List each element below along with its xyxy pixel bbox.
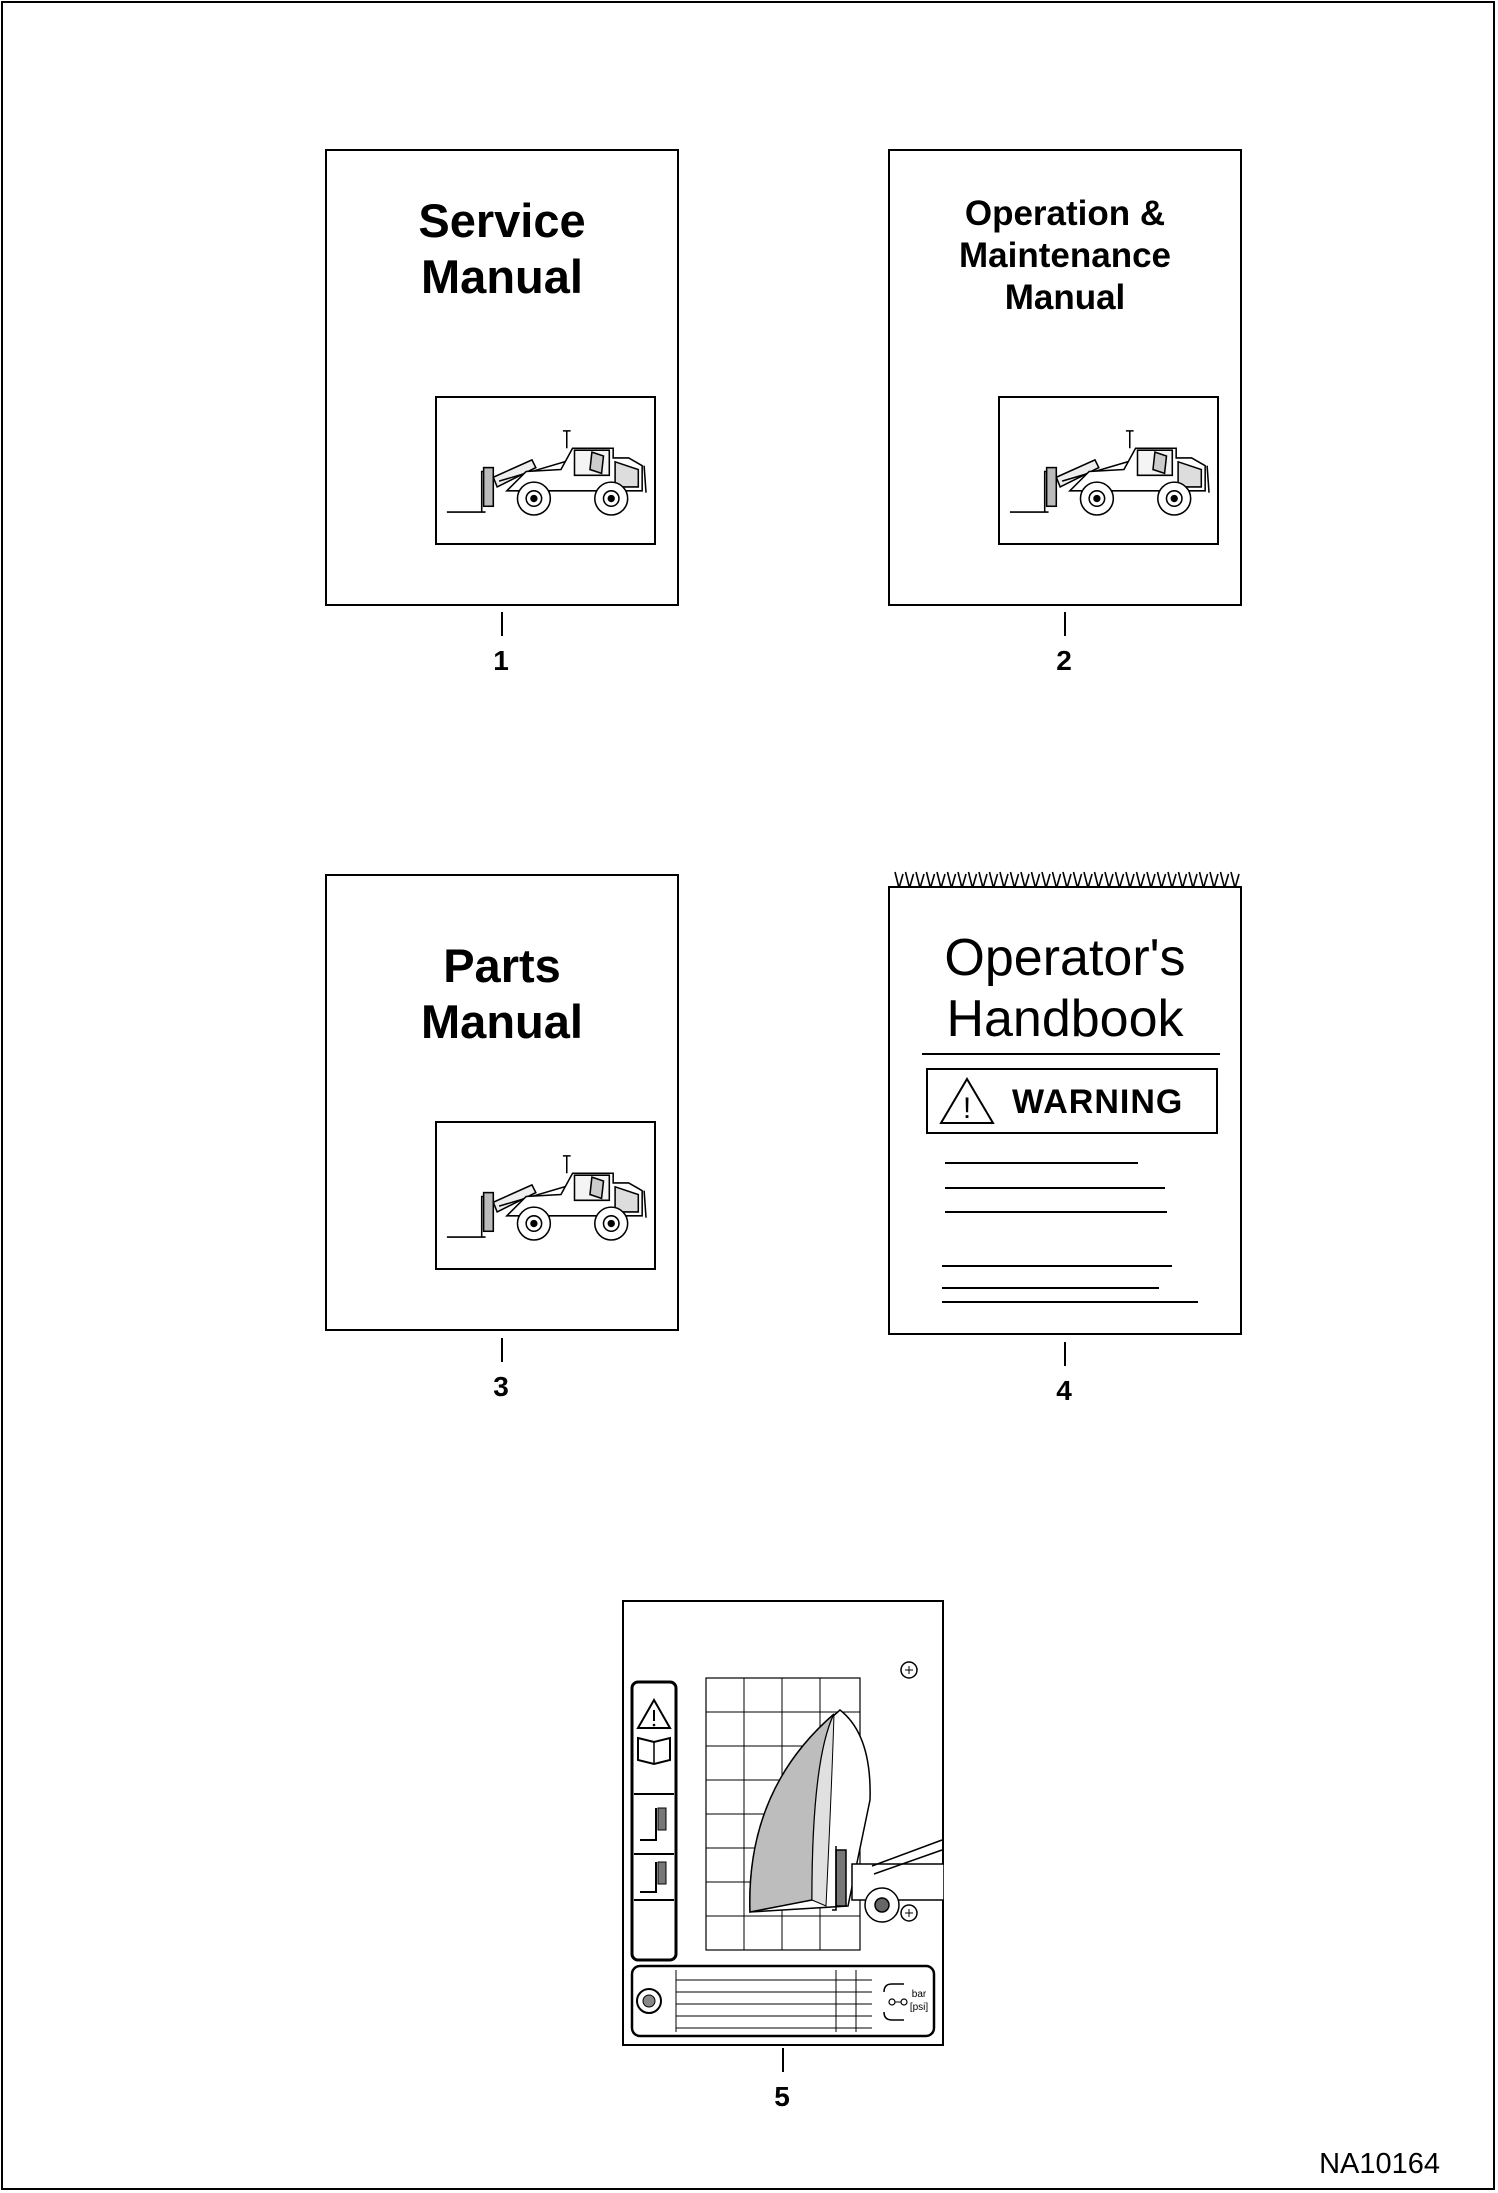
callout-1: 1 xyxy=(493,645,509,676)
text-line xyxy=(942,1287,1159,1289)
callout-leader xyxy=(1064,1342,1066,1366)
callout-leader xyxy=(782,2048,784,2072)
operators-handbook-book: Operator's Handbook xyxy=(888,886,1242,1335)
spiral-binding-icon xyxy=(894,871,1240,889)
text-line xyxy=(942,1301,1198,1303)
warning-label: WARNING xyxy=(1012,1083,1184,1121)
pressure-gauge-icon xyxy=(883,1983,908,2021)
warning-box: ! WARNING xyxy=(926,1068,1218,1134)
text-line xyxy=(945,1187,1165,1189)
telehandler-icon xyxy=(1009,430,1210,516)
tire-icon xyxy=(636,1988,662,2014)
callout-3: 3 xyxy=(493,1371,509,1402)
mounting-hole-icon xyxy=(900,1904,918,1922)
telehandler-icon xyxy=(446,1155,647,1241)
exclamation-mark: ! xyxy=(963,1092,971,1125)
parts-manual-book: Parts Manual xyxy=(325,874,679,1331)
callout-leader xyxy=(501,612,503,636)
divider-line xyxy=(922,1053,1220,1055)
forks-icon xyxy=(640,1861,667,1893)
service-manual-title: Service Manual xyxy=(418,194,586,304)
warning-triangle-icon xyxy=(636,1697,672,1729)
callout-leader xyxy=(501,1338,503,1362)
manual-book-icon xyxy=(637,1736,671,1766)
warning-triangle-icon: ! xyxy=(939,1077,995,1125)
forks-icon xyxy=(640,1807,667,1841)
operation-maintenance-manual-title: Operation & Maintenance Manual xyxy=(959,194,1171,317)
callout-leader xyxy=(1064,612,1066,636)
figure-reference-code: NA10164 xyxy=(1319,2148,1440,2180)
telehandler-icon xyxy=(446,430,647,516)
callout-2: 2 xyxy=(1056,645,1072,676)
mounting-hole-icon xyxy=(900,1661,918,1679)
pressure-unit-bar: bar xyxy=(912,1989,927,2000)
pressure-unit-psi: [psi] xyxy=(910,2002,929,2013)
load-chart-decal: bar [psi] xyxy=(622,1600,944,2046)
parts-manual-title: Parts Manual xyxy=(421,939,583,1049)
telehandler-picture xyxy=(435,1121,656,1270)
telehandler-picture xyxy=(435,396,656,545)
telehandler-icon xyxy=(832,1839,944,1923)
callout-4: 4 xyxy=(1056,1375,1072,1406)
callout-5: 5 xyxy=(774,2081,790,2112)
text-line xyxy=(945,1162,1138,1164)
text-line xyxy=(945,1211,1167,1213)
service-manual-book: Service Manual xyxy=(325,149,679,606)
operators-handbook-title: Operator's Handbook xyxy=(944,929,1186,1048)
text-line xyxy=(942,1265,1172,1267)
operation-maintenance-manual-book: Operation & Maintenance Manual xyxy=(888,149,1242,606)
telehandler-picture xyxy=(998,396,1219,545)
pressure-table xyxy=(675,1970,872,2032)
